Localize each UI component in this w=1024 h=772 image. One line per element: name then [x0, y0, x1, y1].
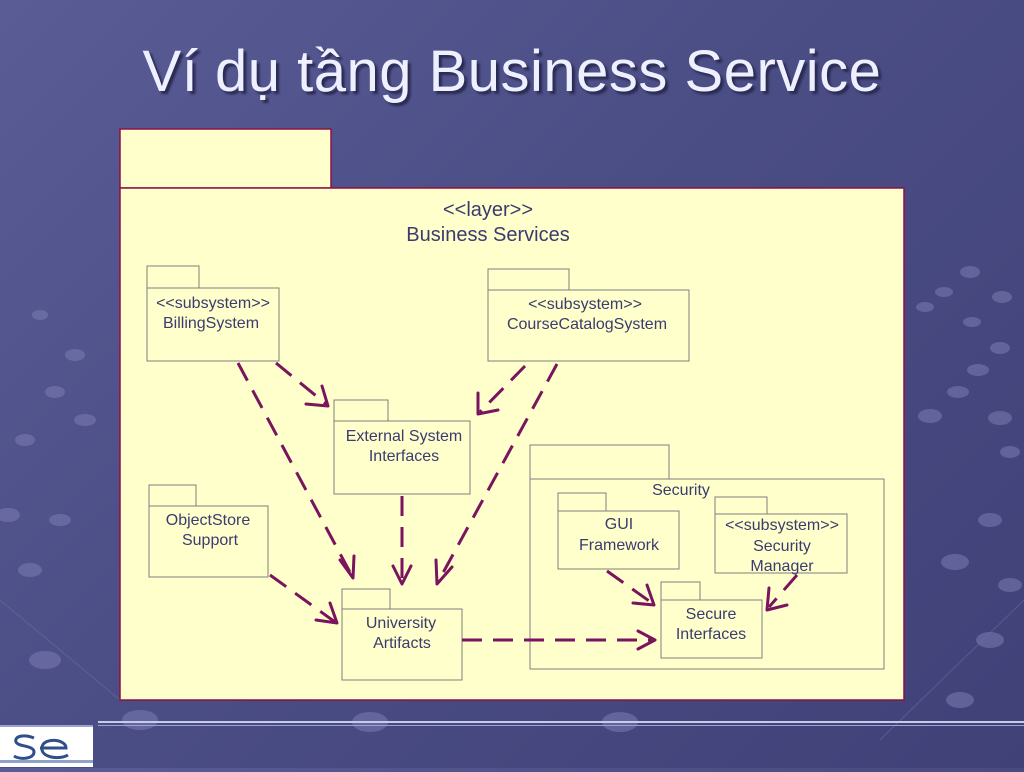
- secure-interfaces-line2: Interfaces: [676, 626, 746, 643]
- dependency-billing-to-university: [236, 362, 356, 580]
- university-artifacts-line1: University: [366, 615, 436, 632]
- security-manager-line1: <<subsystem>>: [725, 517, 839, 534]
- university-artifacts-line2: Artifacts: [373, 635, 431, 652]
- security-manager-line2: Security: [753, 538, 811, 555]
- se-logo-icon: [0, 727, 93, 767]
- package-course-catalog-system[interactable]: <<subsystem>> CourseCatalogSystem: [487, 268, 690, 362]
- dependency-catalog-to-external: [476, 364, 527, 416]
- layer-name: Business Services: [406, 224, 569, 246]
- footer-rule-secondary: [98, 725, 1024, 726]
- objectstore-support-line2: Support: [182, 532, 239, 549]
- security-name: Security: [652, 482, 710, 499]
- gui-framework-line2: Framework: [579, 537, 660, 554]
- dependency-university-to-secure: [462, 629, 657, 651]
- package-external-system-interfaces[interactable]: External System Interfaces: [333, 399, 471, 495]
- package-billing-system[interactable]: <<subsystem>> BillingSystem: [146, 265, 280, 362]
- layer-tab: [119, 128, 332, 189]
- slide-title: Ví dụ tầng Business Service: [142, 39, 882, 104]
- footer-rule: [98, 721, 1024, 723]
- package-objectstore-support[interactable]: ObjectStore Support: [148, 484, 269, 578]
- layer-stereotype: <<layer>>: [443, 199, 533, 221]
- external-system-interfaces-line1: External System: [346, 428, 462, 445]
- package-security-manager[interactable]: <<subsystem>> Security Manager: [714, 496, 848, 575]
- billing-name: BillingSystem: [163, 315, 259, 332]
- security-manager-line3: Manager: [750, 558, 814, 575]
- gui-framework-line1: GUI: [605, 516, 633, 533]
- objectstore-support-line1: ObjectStore: [166, 512, 251, 529]
- package-gui-framework[interactable]: GUI Framework: [557, 492, 680, 570]
- dependency-external-to-university: [391, 496, 413, 586]
- dependency-securitymanager-to-secure: [765, 574, 799, 612]
- course-catalog-name: CourseCatalogSystem: [507, 316, 667, 333]
- package-university-artifacts[interactable]: University Artifacts: [341, 588, 463, 681]
- dependency-billing-to-external: [275, 361, 330, 408]
- dependency-catalog-to-university: [434, 363, 559, 586]
- course-catalog-stereotype: <<subsystem>>: [528, 296, 642, 313]
- package-secure-interfaces[interactable]: Secure Interfaces: [660, 581, 763, 659]
- dependency-arrows: [236, 361, 799, 651]
- external-system-interfaces-line2: Interfaces: [369, 448, 439, 465]
- secure-interfaces-line1: Secure: [686, 606, 737, 623]
- dependency-objectstore-to-university: [269, 573, 339, 625]
- se-logo: [0, 725, 93, 767]
- billing-stereotype: <<subsystem>>: [156, 295, 270, 312]
- dependency-gui-to-secure: [606, 569, 656, 607]
